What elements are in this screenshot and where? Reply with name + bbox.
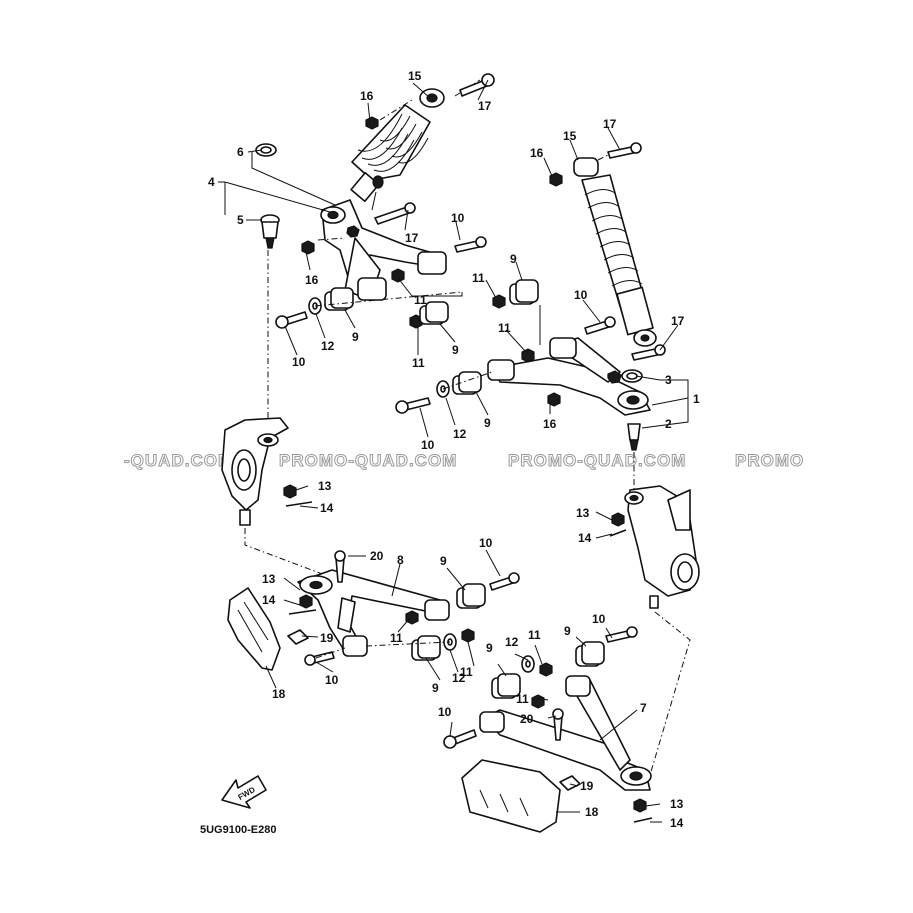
callout-10: 10 (325, 673, 339, 687)
diagram-code: 5UG9100-E280 (200, 824, 276, 836)
callout-9: 9 (452, 343, 459, 357)
callout-17: 17 (405, 231, 419, 245)
callout-12: 12 (505, 635, 519, 649)
callout-13: 13 (318, 479, 332, 493)
callout-7: 7 (640, 701, 647, 715)
callout-3: 3 (665, 373, 672, 387)
callout-19: 19 (320, 631, 334, 645)
watermark-text-1: -QUAD.COM (124, 451, 233, 470)
left-lower-hardware (365, 572, 520, 661)
callout-5: 5 (237, 213, 244, 227)
callout-10: 10 (479, 536, 493, 550)
callout-16: 16 (543, 417, 557, 431)
callout-12: 12 (452, 671, 466, 685)
callout-17: 17 (603, 117, 617, 131)
right-lower-hardware (443, 626, 638, 749)
callout-9: 9 (432, 681, 439, 695)
callout-10: 10 (451, 211, 465, 225)
left-upper-hardware (275, 236, 487, 329)
callout-14: 14 (320, 501, 334, 515)
callout-20: 20 (370, 549, 384, 563)
callout-12: 12 (453, 427, 467, 441)
callout-14: 14 (578, 531, 592, 545)
callout-11: 11 (412, 356, 425, 370)
callout-11: 11 (516, 692, 529, 706)
callout-9: 9 (484, 416, 491, 430)
left-knuckle (221, 417, 326, 576)
callout-9: 9 (352, 330, 359, 344)
callout-10: 10 (421, 438, 435, 452)
callout-13: 13 (576, 506, 590, 520)
callout-11: 11 (528, 628, 541, 642)
watermark: -QUAD.COM PROMO-QUAD.COM PROMO-QUAD.COM … (124, 451, 804, 471)
callout-9: 9 (564, 624, 571, 638)
callout-18: 18 (272, 687, 286, 701)
right-skid-guard (461, 759, 581, 833)
callout-14: 14 (670, 816, 684, 830)
callout-17: 17 (671, 314, 685, 328)
callout-15: 15 (408, 69, 422, 83)
callout-10: 10 (592, 612, 606, 626)
callout-2: 2 (665, 417, 672, 431)
callout-19: 19 (580, 779, 594, 793)
callout-leaders (218, 79, 689, 823)
callout-10: 10 (574, 288, 588, 302)
left-upper-arm (317, 199, 447, 301)
callout-18: 18 (585, 805, 599, 819)
left-shock-absorber (350, 73, 495, 211)
left-skid-guard (227, 587, 346, 671)
callout-numbers: 15 17 16 6 4 5 17 16 10 11 11 9 10 12 9 … (208, 69, 700, 830)
right-shock-absorber (549, 142, 666, 361)
callout-4: 4 (208, 175, 215, 189)
callout-9: 9 (510, 252, 517, 266)
callout-17: 17 (478, 99, 492, 113)
callout-11: 11 (390, 631, 403, 645)
callout-6: 6 (237, 145, 244, 159)
callout-11: 11 (472, 271, 485, 285)
left-ball-joint (255, 143, 280, 425)
right-upper-arm (487, 337, 651, 490)
left-lower-arm (288, 550, 450, 657)
callout-13: 13 (670, 797, 684, 811)
fwd-arrow: FWD (221, 775, 267, 809)
callout-15: 15 (563, 129, 577, 143)
callout-11: 11 (460, 665, 473, 679)
callout-9: 9 (486, 641, 493, 655)
right-lower-arm (479, 675, 653, 823)
right-knuckle (609, 485, 700, 776)
callout-8: 8 (397, 553, 404, 567)
callout-16: 16 (360, 89, 374, 103)
callout-11: 11 (414, 293, 427, 307)
watermark-text-4: PROMO (735, 451, 804, 470)
callout-20: 20 (520, 712, 534, 726)
watermark-text-3: PROMO-QUAD.COM (508, 451, 686, 470)
callout-16: 16 (305, 273, 319, 287)
callout-10: 10 (438, 705, 452, 719)
callout-12: 12 (321, 339, 335, 353)
callout-10: 10 (292, 355, 306, 369)
callout-16: 16 (530, 146, 544, 160)
callout-14: 14 (262, 593, 276, 607)
callout-1: 1 (693, 392, 700, 406)
watermark-text-2: PROMO-QUAD.COM (279, 451, 457, 470)
callout-13: 13 (262, 572, 276, 586)
callout-11: 11 (498, 321, 511, 335)
right-upper-hardware (395, 279, 616, 414)
callout-9: 9 (440, 554, 447, 568)
